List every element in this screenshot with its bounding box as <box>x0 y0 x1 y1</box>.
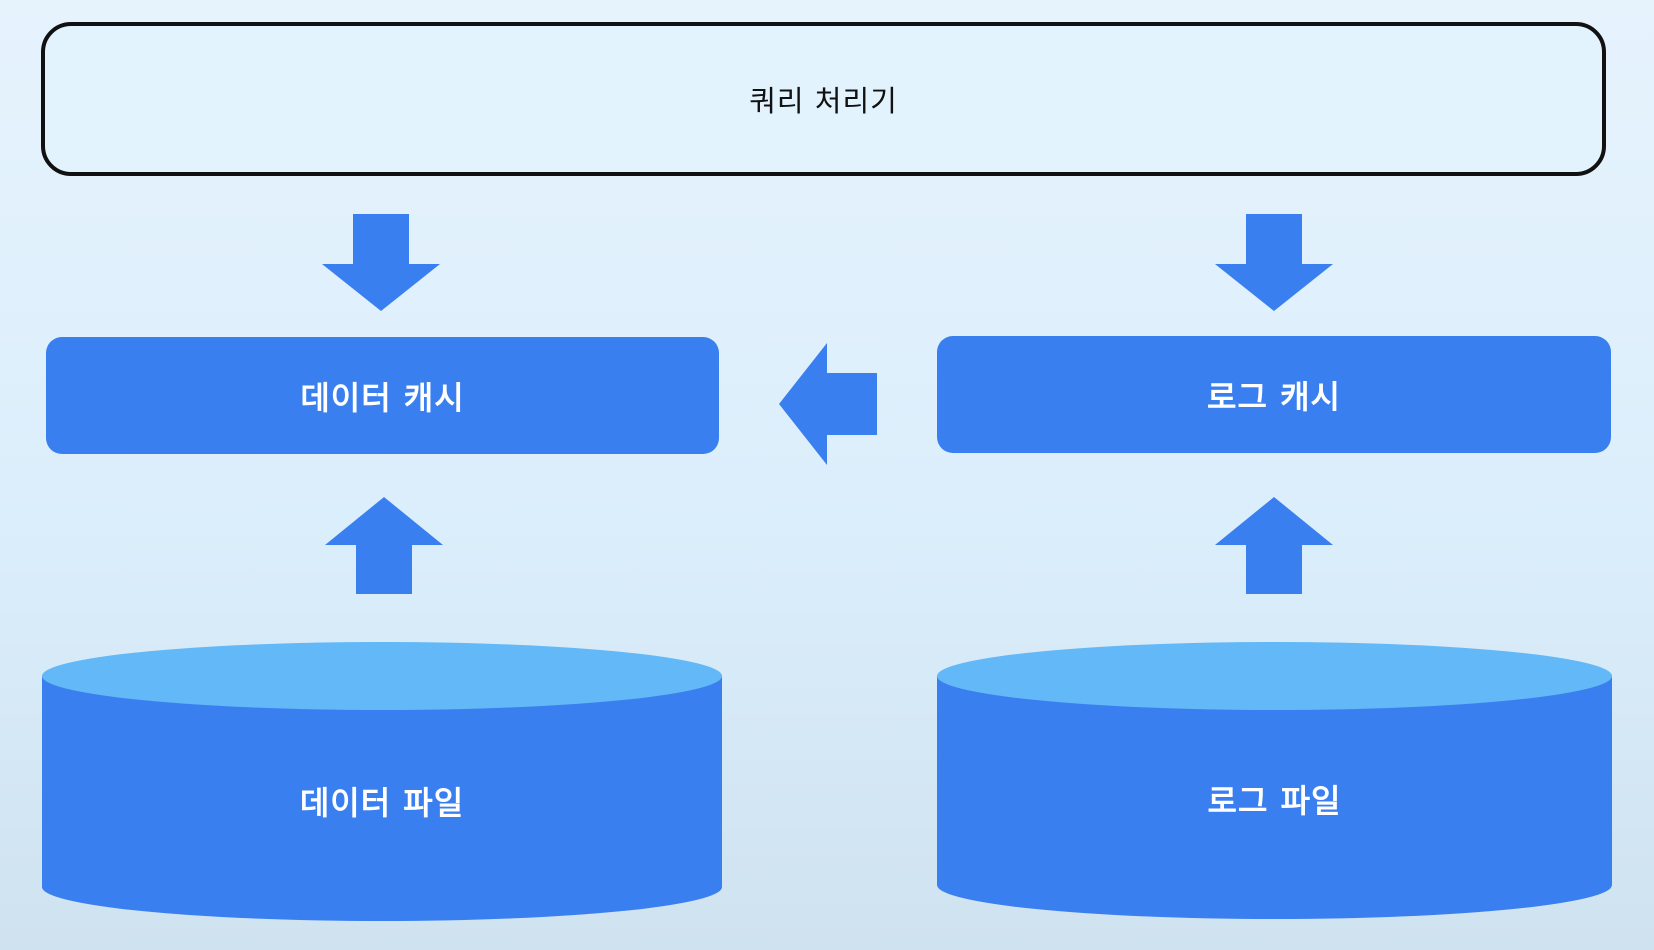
arrow-left-log-to-data-cache-icon <box>779 343 877 465</box>
database-cylinder-icon <box>937 642 1612 919</box>
query-processor-label: 쿼리 처리기 <box>749 84 898 118</box>
data-cache-box: 데이터 캐시 <box>46 337 719 454</box>
log-file-label: 로그 파일 <box>1207 782 1342 820</box>
query-processor-box: 쿼리 처리기 <box>41 22 1606 176</box>
log-cache-box: 로그 캐시 <box>937 336 1611 453</box>
log-cache-label: 로그 캐시 <box>1207 377 1341 416</box>
arrow-up-from-log-file-icon <box>1215 497 1333 594</box>
data-cache-label: 데이터 캐시 <box>300 378 465 417</box>
data-file-label: 데이터 파일 <box>299 784 465 822</box>
data-file-cylinder: 데이터 파일 <box>42 640 722 922</box>
log-file-cylinder: 로그 파일 <box>937 640 1612 922</box>
arrow-down-to-data-cache-icon <box>322 214 440 311</box>
database-cylinder-icon <box>42 642 722 921</box>
arrow-up-from-data-file-icon <box>325 497 443 594</box>
arrow-down-to-log-cache-icon <box>1215 214 1333 311</box>
